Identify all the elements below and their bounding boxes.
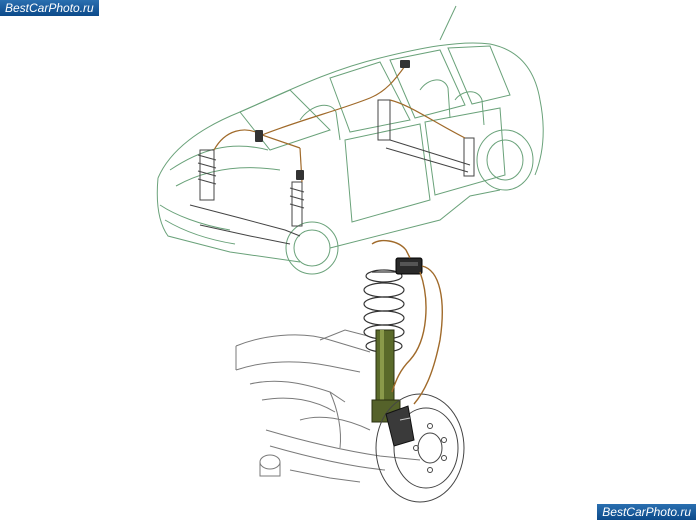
damper-wiring-harness [371, 239, 443, 405]
car-wheels [285, 129, 534, 275]
car-control-modules [255, 60, 410, 180]
brake-caliper [385, 405, 415, 447]
watermark-top-left: BestCarPhoto.ru [0, 0, 99, 16]
car-suspension-components [189, 99, 475, 245]
damper-control-module [395, 257, 423, 275]
watermark-bottom-right: BestCarPhoto.ru [597, 504, 696, 520]
shock-absorber-body [371, 329, 401, 423]
car-wiring [213, 65, 466, 183]
car-body-outline [156, 5, 544, 263]
brake-disc [375, 393, 465, 503]
